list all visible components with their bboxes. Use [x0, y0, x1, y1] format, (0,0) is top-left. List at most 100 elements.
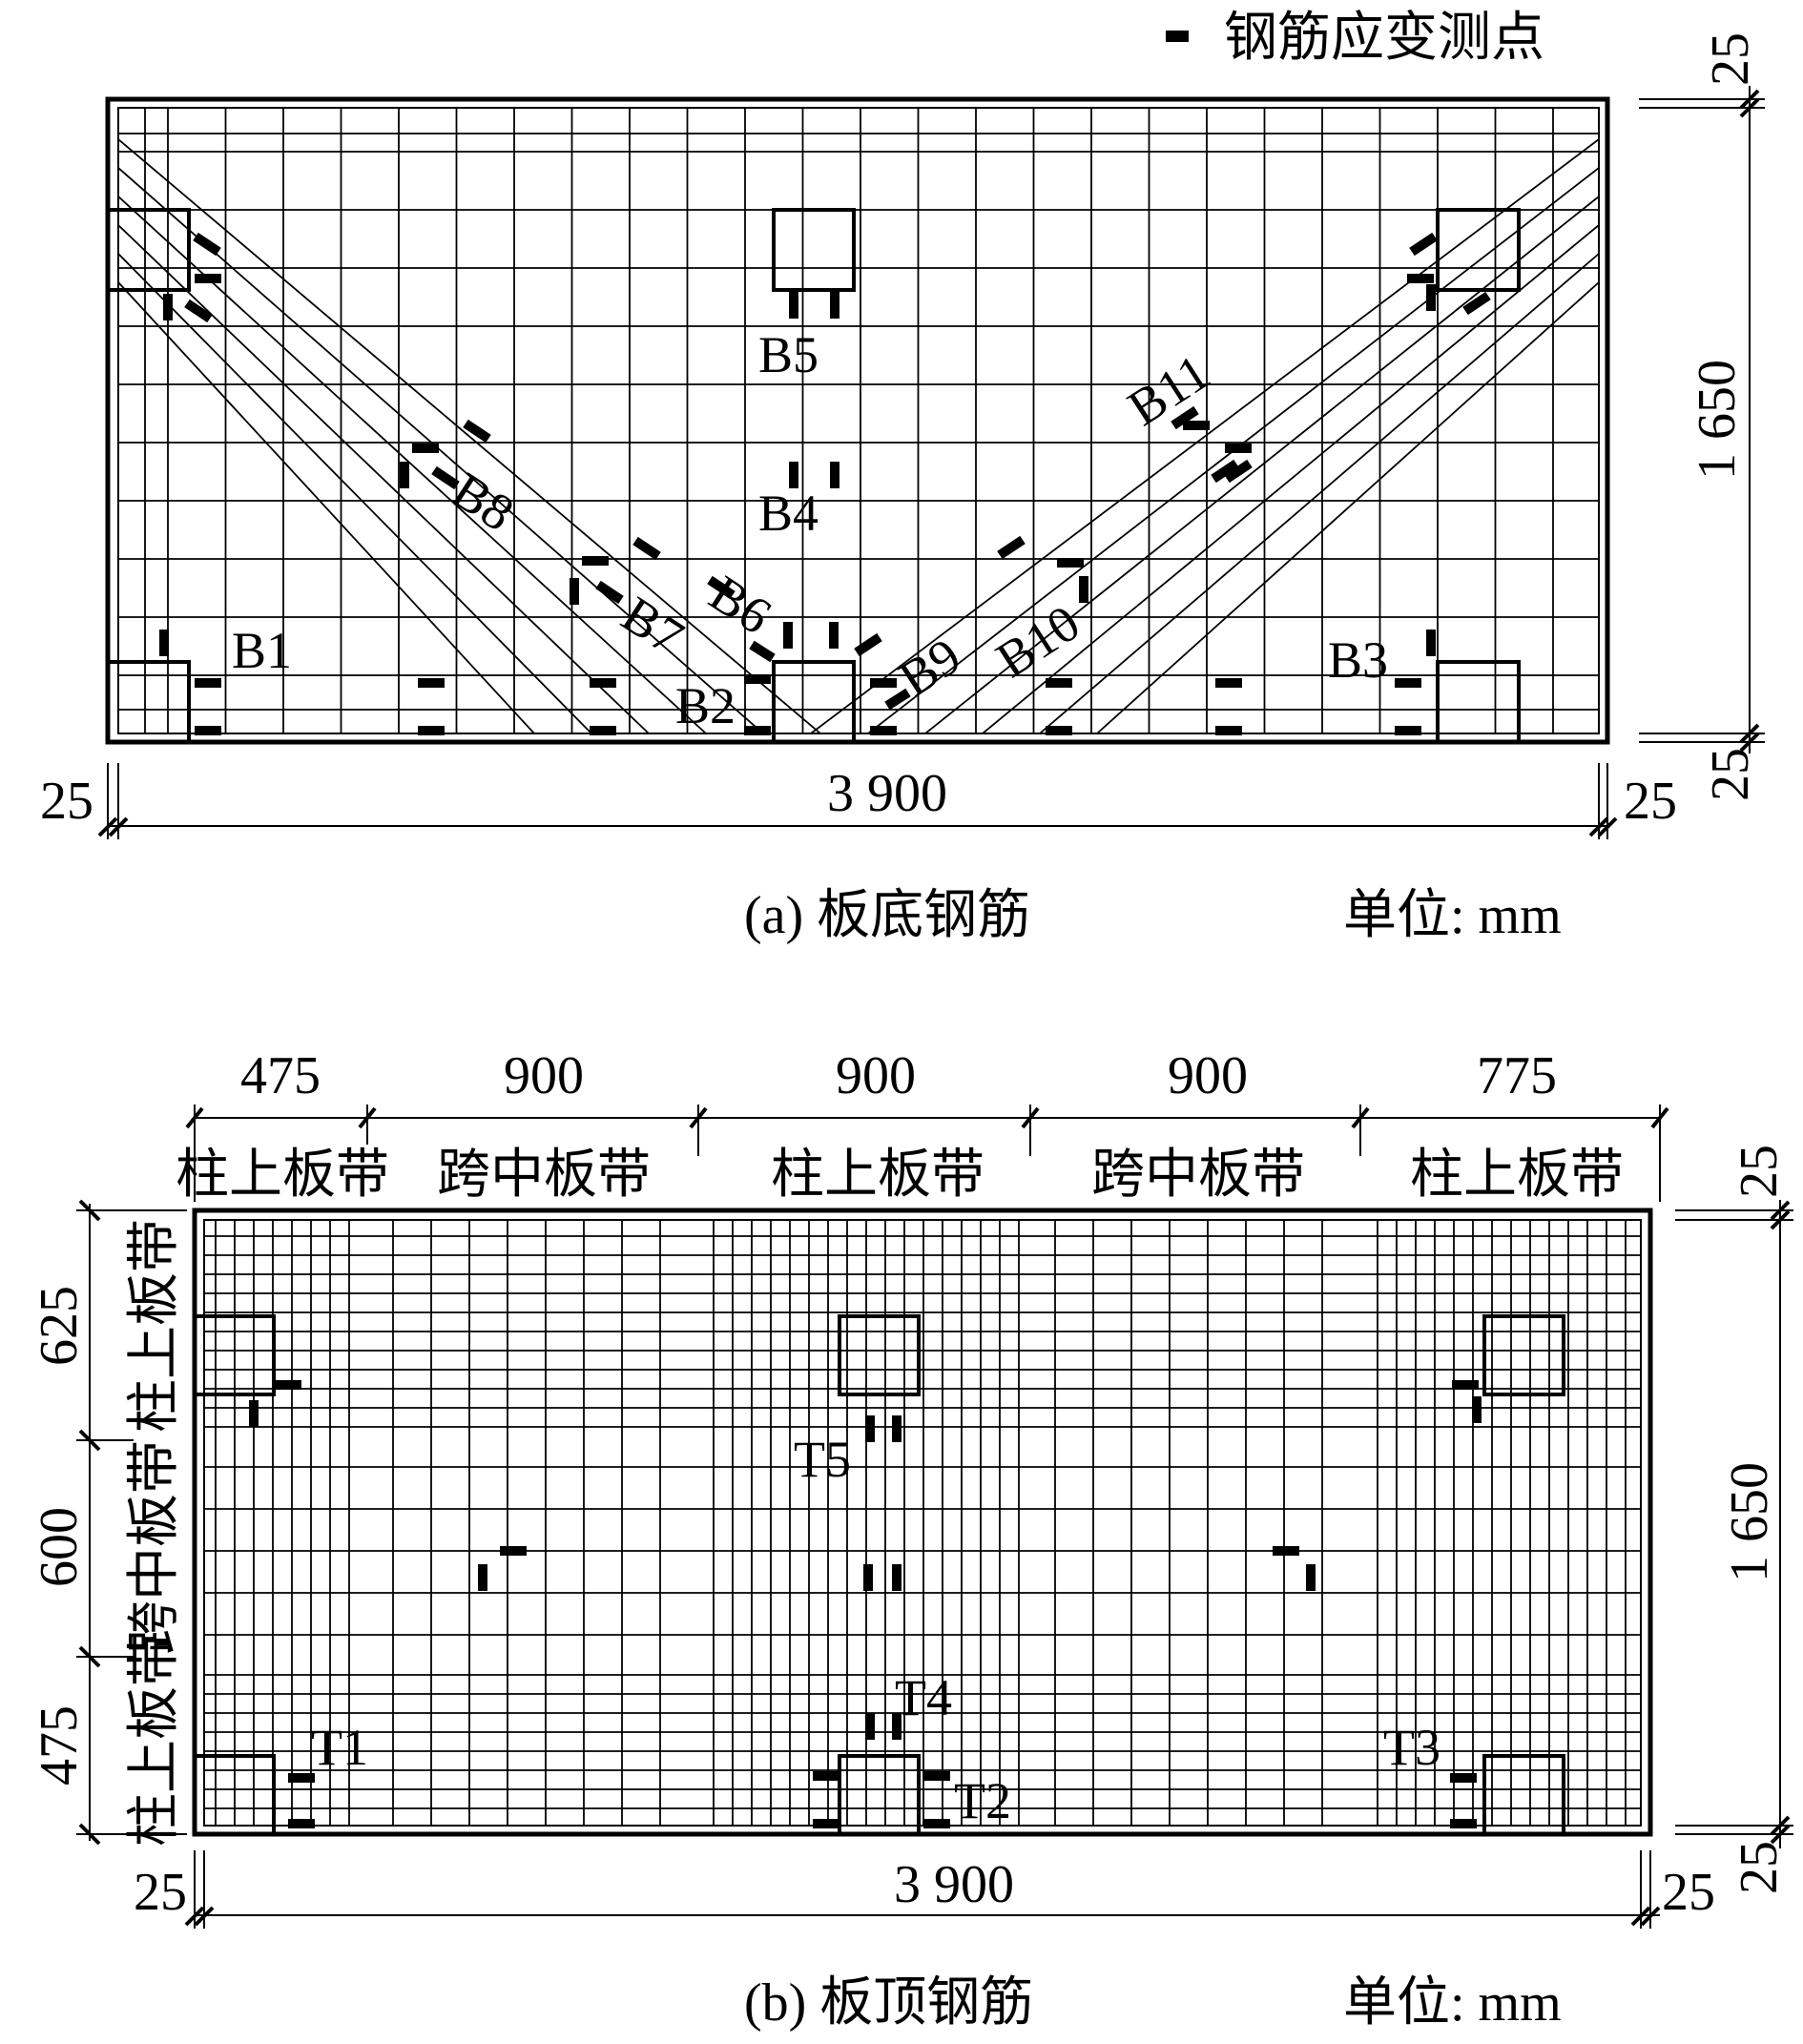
gauge-mark: [1171, 405, 1199, 430]
span-dimension: 775: [1477, 1046, 1557, 1105]
dimension-text: 25: [1730, 1145, 1789, 1198]
dimension-tick: [1650, 1106, 1669, 1129]
gauge-mark: [884, 688, 911, 711]
gauge-mark: [854, 632, 882, 657]
gauge-label: T2: [954, 1772, 1011, 1829]
diagonal-rebar: [117, 224, 650, 734]
diagonal-rebar: [117, 281, 535, 734]
gauge-label: B1: [232, 622, 292, 679]
span-dimension: 600: [30, 1507, 89, 1587]
panel-b-top-ticks: [185, 1106, 1669, 1129]
panel-b-rebar-grid: [204, 1220, 1641, 1826]
dimension-text: 1 650: [1720, 1462, 1779, 1582]
dimension-text: 25: [1730, 1841, 1789, 1894]
strip-label: 跨中板带: [125, 1440, 184, 1654]
gauge-label: B7: [611, 586, 694, 667]
dimension-tick: [1739, 89, 1760, 110]
panel-a-caption: (a) 板底钢筋: [744, 886, 1030, 945]
dimension-tick: [1739, 723, 1760, 744]
panel-a-gauge-marks: [159, 232, 1491, 735]
panel-a-slab-outline: [105, 96, 1610, 745]
strip-label: 跨中板带: [1091, 1146, 1305, 1205]
strip-label: 柱上板带: [125, 1219, 184, 1433]
gauge-label: B4: [758, 485, 819, 542]
panel-a-dimension-ticks: [97, 89, 1760, 837]
diagonal-rebar: [117, 196, 707, 734]
diagonal-rebar: [117, 253, 592, 734]
panel-b-left-dimensions: [76, 1204, 187, 1841]
gauge-mark: [431, 465, 460, 490]
diagonal-rebar: [117, 167, 764, 734]
gauge-mark: [463, 419, 491, 444]
span-dimension: 625: [30, 1286, 89, 1366]
gauge-mark: [1462, 291, 1491, 316]
diagonal-rebar: [117, 138, 821, 734]
gauge-label: T3: [1383, 1719, 1440, 1776]
gauge-label: T4: [895, 1669, 952, 1726]
dimension-text: 25: [134, 1863, 187, 1922]
column-box: [106, 660, 191, 744]
panel-b-top-rebar: T1 T2 T3 T4 T5 475 900 900 900 775 柱上板带: [30, 1046, 1793, 2033]
dimension-tick: [108, 816, 129, 837]
panel-b-slab-inner: [203, 1219, 1642, 1827]
strip-label: 柱上板带: [176, 1146, 389, 1205]
gauge-mark: [1409, 232, 1438, 257]
panel-b-slab-outline: [192, 1208, 1653, 1837]
dimension-tick: [1351, 1106, 1370, 1129]
dimension-tick: [185, 1106, 204, 1129]
dimension-tick: [1588, 816, 1609, 837]
dimension-text: 3 900: [827, 764, 947, 823]
gauge-label: B8: [442, 462, 524, 543]
column-box: [838, 1754, 921, 1836]
diagonal-rebar: [982, 224, 1600, 734]
panel-b-caption: (b) 板顶钢筋: [744, 1973, 1033, 2033]
diagonal-rebar: [810, 138, 1600, 734]
column-box: [838, 1314, 921, 1396]
panel-b-dimension-ticks: [184, 1200, 1791, 1927]
dimension-tick: [78, 1823, 101, 1846]
column-box: [1436, 208, 1521, 292]
dimension-tick: [1770, 1200, 1791, 1221]
gauge-mark: [193, 232, 221, 257]
dimension-text: 25: [1624, 772, 1677, 831]
gauge-mark: [707, 575, 736, 600]
panel-a-dimensions: [107, 86, 1765, 839]
gauge-label: T1: [311, 1719, 368, 1776]
panel-b-left-ticks: [78, 1199, 101, 1846]
dimension-tick: [78, 1645, 101, 1668]
dimension-text: 25: [40, 772, 93, 831]
legend-gauge-mark: [1166, 31, 1189, 42]
dimension-tick: [194, 1906, 215, 1927]
span-dimension: 900: [836, 1046, 916, 1105]
gauge-label: T5: [794, 1431, 851, 1488]
dimension-text: 25: [1701, 32, 1760, 86]
dimension-text: 25: [1701, 748, 1760, 801]
diagonal-rebar: [1039, 253, 1600, 734]
gauge-mark: [1224, 459, 1253, 484]
column-box: [1482, 1314, 1565, 1396]
dimension-text: 25: [1662, 1863, 1715, 1922]
panel-b-unit: 单位: mm: [1343, 1973, 1562, 2033]
strip-label: 跨中板带: [437, 1146, 651, 1205]
gauge-label: B2: [675, 677, 736, 734]
dimension-tick: [1597, 816, 1618, 837]
dimension-text: 3 900: [894, 1855, 1014, 1914]
panel-b-gauge-marks: [249, 1380, 1482, 1828]
span-dimension: 475: [240, 1046, 321, 1105]
panel-a-unit: 单位: mm: [1343, 886, 1562, 945]
dimension-tick: [1770, 1815, 1791, 1836]
dimension-tick: [1630, 1906, 1651, 1927]
diagonal-rebar: [1096, 281, 1600, 734]
span-dimension: 900: [1168, 1046, 1248, 1105]
span-dimension: 475: [30, 1705, 89, 1786]
dimension-tick: [358, 1106, 377, 1129]
diagonal-rebar: [924, 196, 1600, 734]
strip-label: 柱上板带: [1410, 1146, 1624, 1205]
gauge-mark: [184, 299, 213, 323]
strip-label: 柱上板带: [771, 1146, 984, 1205]
column-box: [193, 1314, 276, 1396]
gauge-mark: [595, 580, 624, 605]
dimension-tick: [1770, 1824, 1791, 1845]
dimension-tick: [1739, 97, 1760, 118]
gauge-label: B3: [1328, 631, 1388, 689]
